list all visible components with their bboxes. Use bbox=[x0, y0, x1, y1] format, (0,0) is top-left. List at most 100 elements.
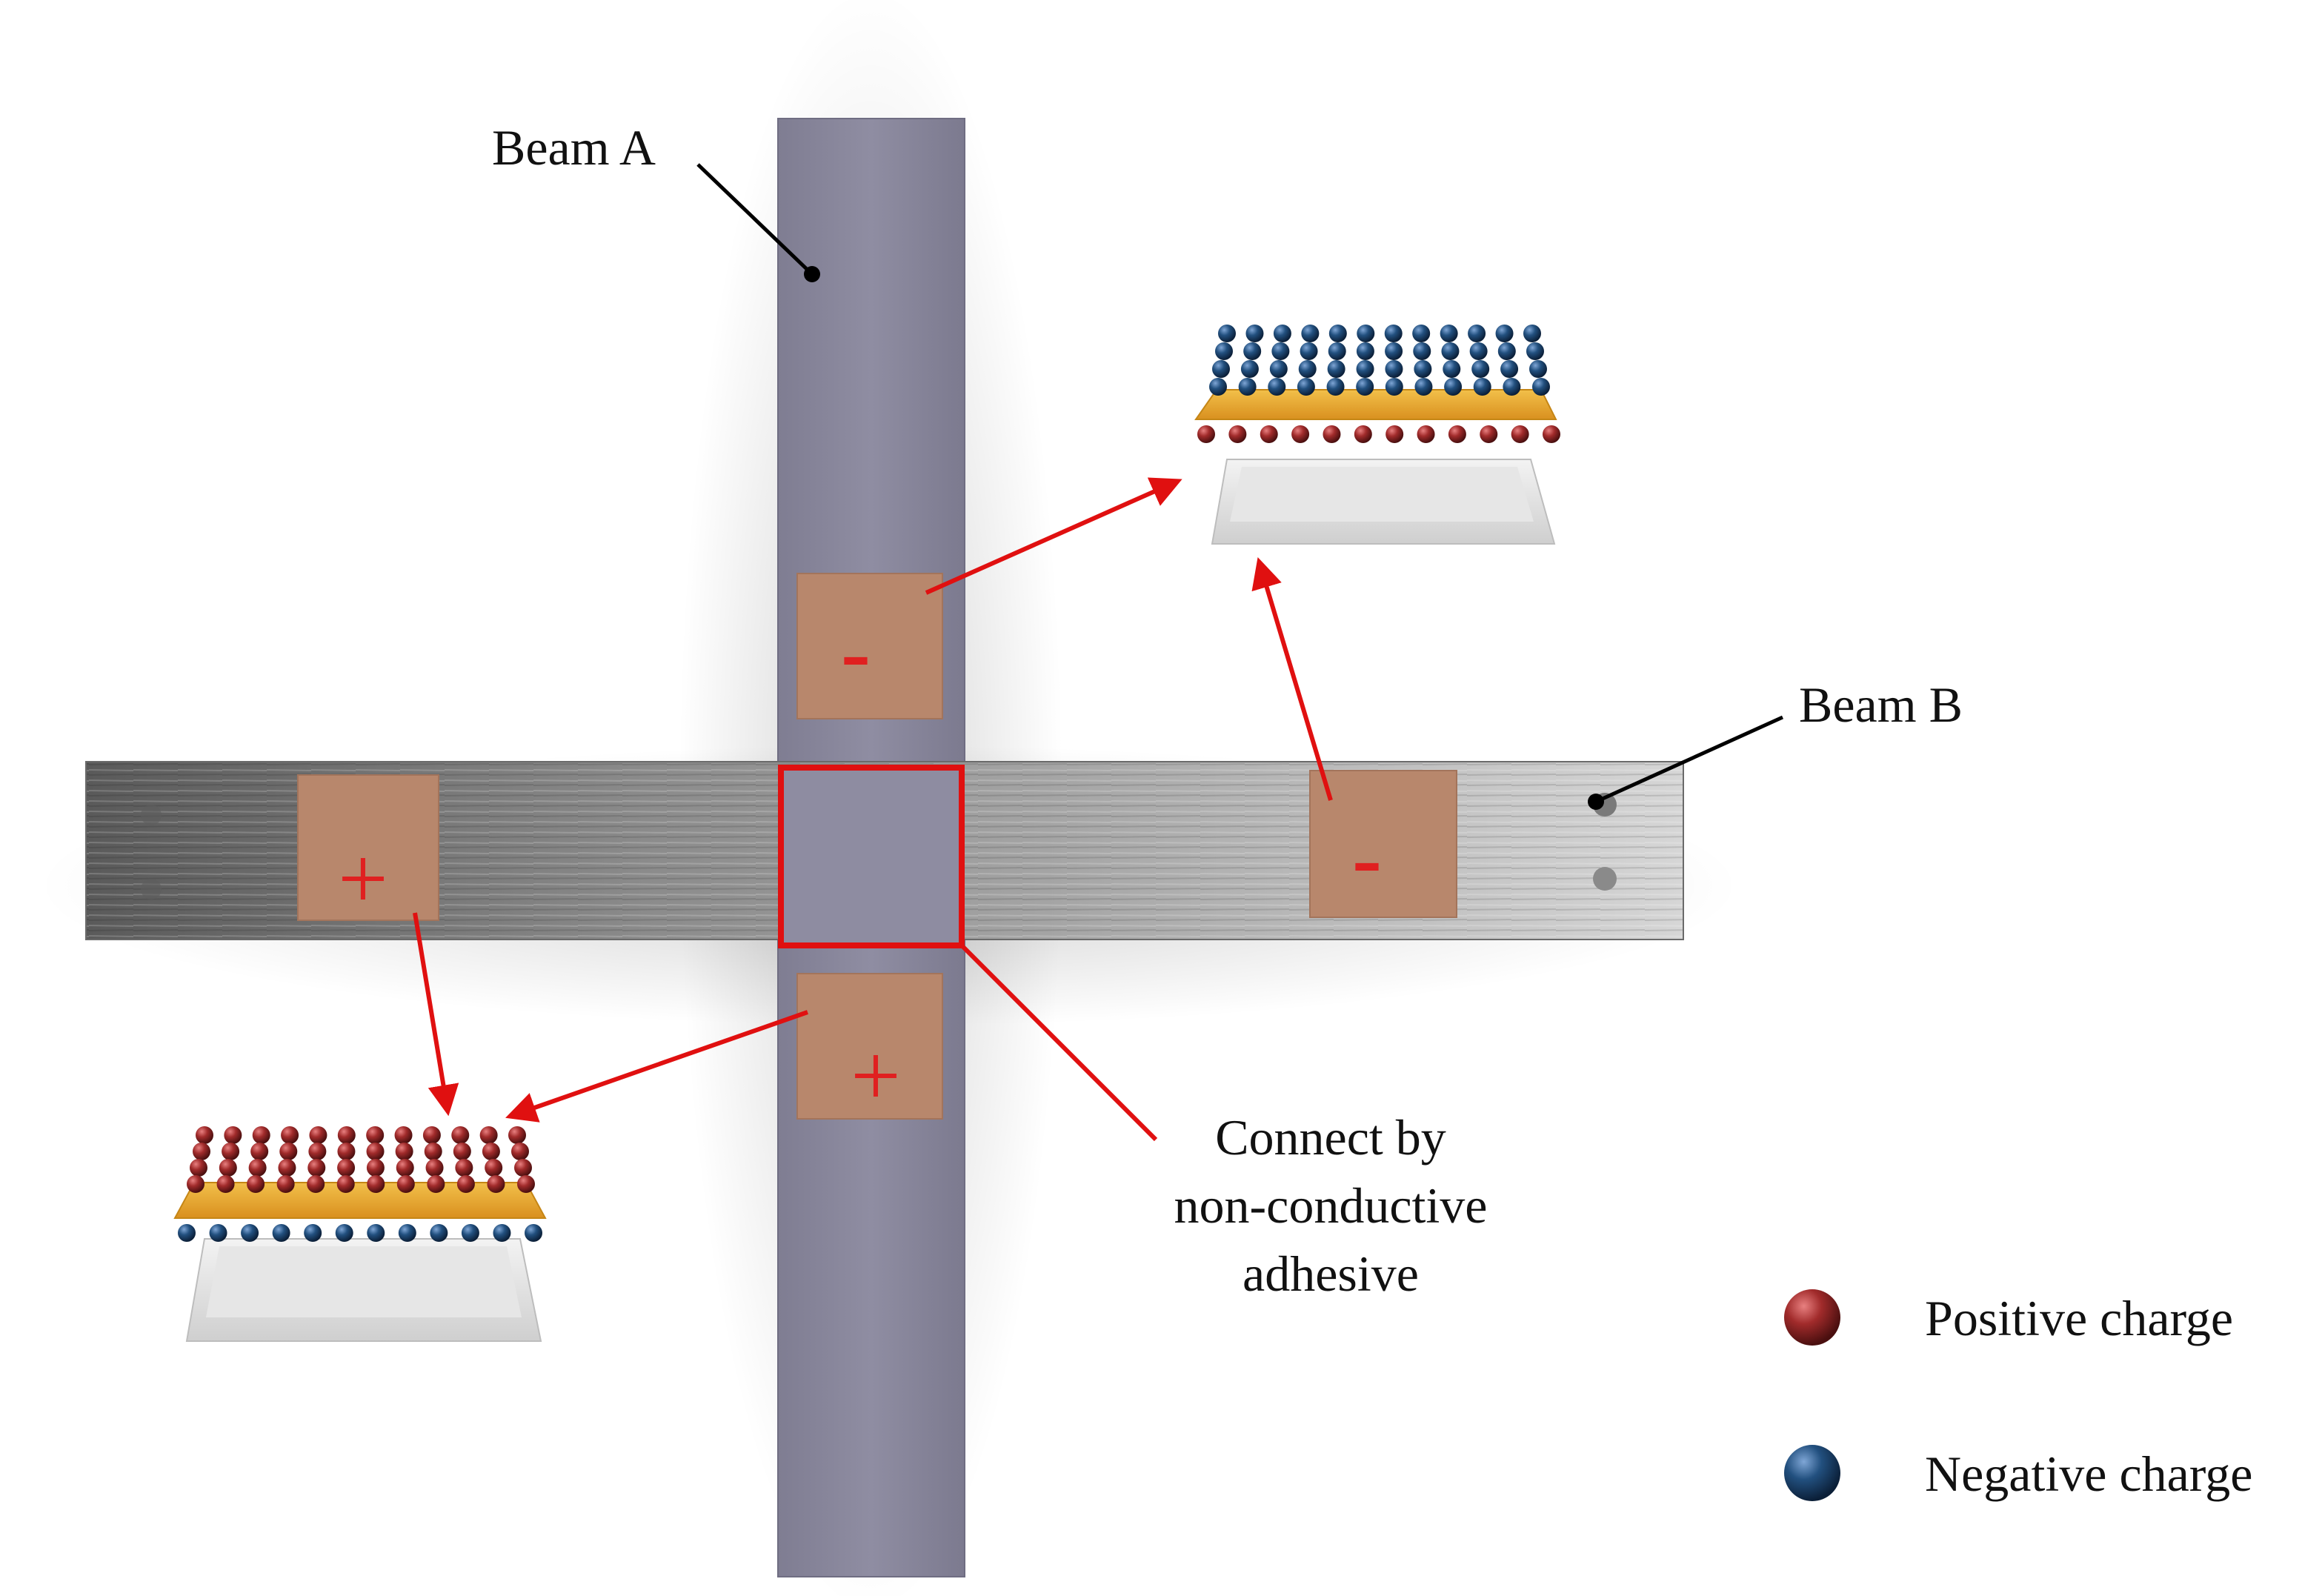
electrode-left-beam-b: + bbox=[297, 774, 439, 928]
negative-charge bbox=[1385, 342, 1403, 360]
negative-charge bbox=[525, 1224, 542, 1242]
positive-charge bbox=[337, 1143, 356, 1160]
negative-charge bbox=[1297, 378, 1315, 396]
negative-charge bbox=[1243, 342, 1262, 360]
beam-b-hole bbox=[141, 805, 162, 825]
negative-charge bbox=[1532, 378, 1550, 396]
negative-charge bbox=[1500, 360, 1519, 378]
negative-charge bbox=[1384, 325, 1403, 342]
adhesive-joint-highlight bbox=[778, 765, 965, 948]
negative-charge bbox=[178, 1224, 196, 1242]
negative-charge bbox=[1327, 360, 1345, 378]
positive-charge bbox=[248, 1159, 267, 1177]
negative-charge bbox=[461, 1224, 479, 1242]
electrode-right-beam-b: - bbox=[1309, 770, 1457, 918]
positive-charge bbox=[187, 1175, 204, 1193]
arrow-right-to-upper-film bbox=[1251, 556, 1333, 801]
film-tray-inner bbox=[1230, 467, 1534, 522]
positive-charge bbox=[1228, 425, 1247, 443]
beam-b-hole bbox=[141, 879, 162, 900]
negative-charge bbox=[1356, 360, 1374, 378]
negative-charge bbox=[1218, 325, 1236, 342]
negative-charge bbox=[1212, 360, 1230, 378]
negative-charge bbox=[1412, 325, 1431, 342]
positive-charge bbox=[366, 1126, 385, 1144]
positive-charge bbox=[396, 1175, 415, 1193]
negative-charge bbox=[1414, 360, 1432, 378]
negative-charge bbox=[1444, 378, 1463, 396]
positive-charge bbox=[279, 1143, 298, 1160]
positive-charge bbox=[367, 1175, 385, 1193]
negative-charge bbox=[1473, 378, 1491, 396]
positive-charge bbox=[456, 1175, 475, 1193]
positive-charge bbox=[1511, 425, 1529, 443]
positive-charge bbox=[252, 1126, 270, 1144]
positive-charge bbox=[278, 1159, 296, 1177]
positive-charge bbox=[485, 1159, 503, 1177]
positive-charge bbox=[455, 1159, 473, 1177]
legend-positive-label: Positive charge bbox=[1925, 1290, 2233, 1346]
positive-charge bbox=[427, 1175, 445, 1193]
negative-charge bbox=[1326, 378, 1345, 396]
negative-charge bbox=[398, 1224, 416, 1242]
positive-charge bbox=[247, 1175, 265, 1193]
negative-charge bbox=[1526, 342, 1544, 360]
negative-charge bbox=[1468, 325, 1486, 342]
positive-charge bbox=[482, 1143, 500, 1160]
negative-charge bbox=[1469, 342, 1488, 360]
positive-charge bbox=[1480, 425, 1498, 443]
beam-b-leader-dot bbox=[1588, 794, 1604, 810]
negative-charge bbox=[1443, 360, 1461, 378]
positive-charge bbox=[508, 1126, 526, 1144]
positive-charge bbox=[1385, 425, 1404, 443]
legend: Positive charge Negative charge bbox=[1784, 1289, 2252, 1502]
electrode-sign: + bbox=[851, 1026, 901, 1125]
positive-charge bbox=[276, 1175, 295, 1193]
negative-charge bbox=[1300, 342, 1318, 360]
film-layer bbox=[173, 1182, 547, 1219]
positive-charge bbox=[190, 1159, 207, 1177]
negative-charge bbox=[1209, 378, 1227, 396]
negative-charge bbox=[1497, 342, 1516, 360]
positive-charge bbox=[1323, 425, 1341, 443]
negative-charge bbox=[1441, 342, 1460, 360]
beam-a-label: Beam A bbox=[492, 119, 656, 176]
positive-charge bbox=[425, 1159, 444, 1177]
negative-charge bbox=[1301, 325, 1320, 342]
positive-charge bbox=[250, 1143, 269, 1160]
negative-charge bbox=[1356, 378, 1374, 396]
positive-charge bbox=[422, 1126, 441, 1144]
positive-charge bbox=[196, 1126, 213, 1144]
beam-joint bbox=[781, 768, 962, 945]
negative-charge bbox=[493, 1224, 511, 1242]
negative-charge bbox=[1215, 342, 1233, 360]
legend-positive: Positive charge bbox=[1784, 1289, 2233, 1346]
positive-charge bbox=[1260, 425, 1278, 443]
positive-charge bbox=[309, 1126, 327, 1144]
negative-charge bbox=[241, 1224, 259, 1242]
electrode-sign: - bbox=[841, 602, 871, 701]
beam-b-hole bbox=[1593, 867, 1617, 891]
positive-charge bbox=[424, 1143, 442, 1160]
positive-charge bbox=[1417, 425, 1435, 443]
positive-charge bbox=[336, 1175, 355, 1193]
negative-charge-icon bbox=[1784, 1445, 1840, 1501]
negative-charge bbox=[367, 1224, 385, 1242]
film-stack-negative-top bbox=[1194, 325, 1560, 545]
positive-charge bbox=[1291, 425, 1310, 443]
electrode-bottom-beam-a: + bbox=[796, 973, 943, 1125]
negative-charge bbox=[1273, 325, 1291, 342]
negative-charge bbox=[335, 1224, 353, 1242]
negative-charge bbox=[1523, 325, 1541, 342]
electrode-top-beam-a: - bbox=[796, 573, 943, 719]
negative-charge bbox=[1385, 360, 1403, 378]
positive-charge bbox=[487, 1175, 505, 1193]
positive-charge bbox=[308, 1143, 327, 1160]
positive-charge bbox=[1448, 425, 1466, 443]
positive-charge bbox=[216, 1175, 235, 1193]
adhesive-label-line: non-conductive bbox=[1174, 1177, 1488, 1234]
positive-charge bbox=[366, 1143, 385, 1160]
positive-charge bbox=[395, 1143, 413, 1160]
negative-charge bbox=[1238, 378, 1257, 396]
